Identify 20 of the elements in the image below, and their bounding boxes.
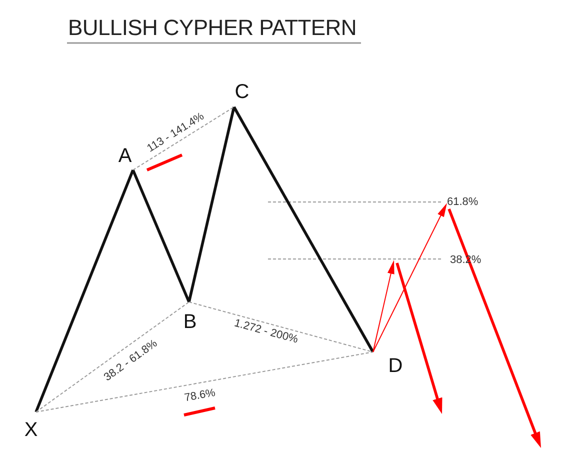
title: BULLISH CYPHER PATTERN bbox=[68, 14, 356, 42]
dashed-line bbox=[36, 352, 374, 412]
point-label: C bbox=[234, 82, 250, 107]
dashed-line bbox=[132, 106, 234, 170]
ratio-label: 1.272 - 200% bbox=[232, 317, 300, 348]
dashed-line bbox=[36, 302, 190, 412]
level-label: 61.8% bbox=[447, 196, 483, 209]
point-label: A bbox=[117, 146, 133, 170]
dashed-line bbox=[188, 302, 374, 352]
arrow bbox=[372, 260, 394, 352]
pattern-line bbox=[132, 169, 190, 303]
point-label: X bbox=[23, 412, 39, 440]
pattern-line bbox=[232, 106, 374, 353]
arrow bbox=[372, 203, 447, 352]
pattern-line bbox=[34, 169, 134, 413]
ratio-label: 78.6% bbox=[184, 386, 217, 406]
pattern-line bbox=[188, 106, 236, 302]
point-label: B bbox=[183, 302, 197, 332]
point-label: D bbox=[373, 352, 403, 376]
arrow bbox=[448, 208, 541, 448]
